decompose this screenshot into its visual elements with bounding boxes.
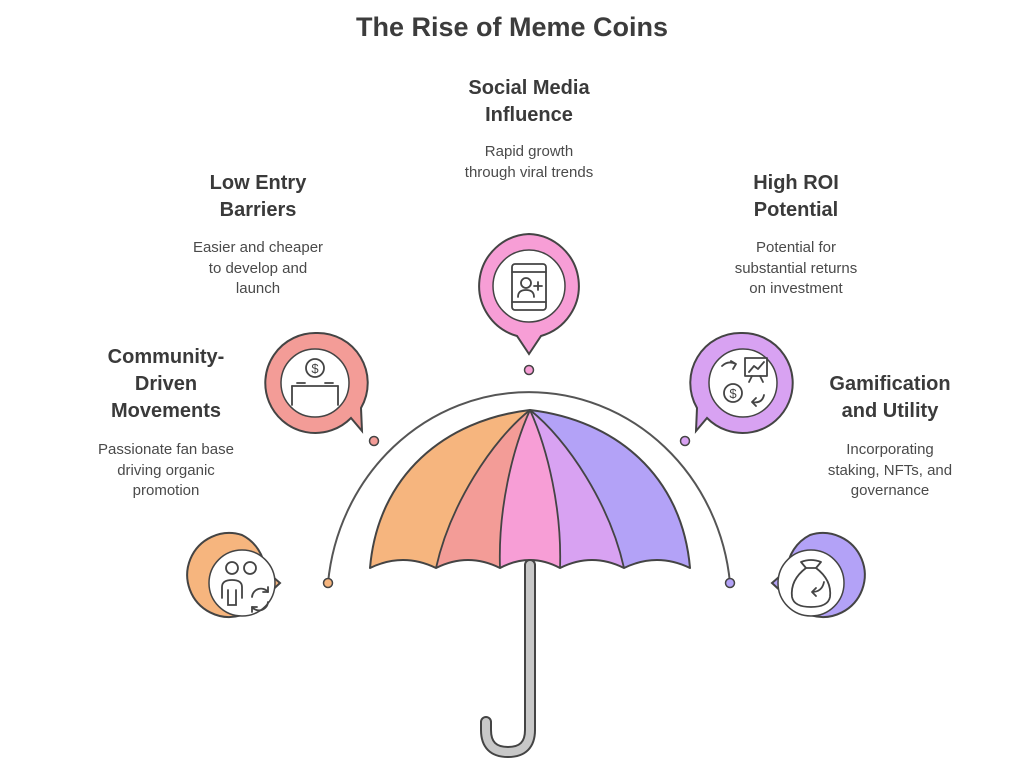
node-gamification xyxy=(770,532,866,619)
node-low-entry: $ xyxy=(264,331,369,434)
node-high-roi: $ xyxy=(689,331,794,434)
description-community: Passionate fan base driving organic prom… xyxy=(98,441,234,499)
page-title: The Rise of Meme Coins xyxy=(355,12,669,42)
svg-text:$: $ xyxy=(729,386,737,401)
heading-low-entry: Low Entry Barriers xyxy=(209,172,307,221)
mobile-add-user-icon xyxy=(511,263,547,311)
umbrella-canopy xyxy=(369,409,691,569)
canopy-segment-2 xyxy=(436,410,530,568)
arc-dot-high-roi xyxy=(679,435,691,447)
heading-high-roi: High ROI Potential xyxy=(753,172,839,221)
svg-text:$: $ xyxy=(311,361,319,376)
canopy-segment-1 xyxy=(370,410,530,568)
description-low-entry: Easier and cheaper to develop and launch xyxy=(192,239,324,297)
node-social-media xyxy=(478,232,580,356)
arc-dot-social-media xyxy=(523,364,535,376)
investment-growth-icon: $ xyxy=(721,357,768,407)
description-high-roi: Potential for substantial returns on inv… xyxy=(734,239,858,297)
canopy-segment-4 xyxy=(530,410,624,568)
arc-dot-gamification xyxy=(724,577,736,589)
canopy-segment-3 xyxy=(499,410,561,568)
heading-social-media: Social Media Influence xyxy=(468,77,590,126)
node-community xyxy=(186,532,282,619)
connector-arc xyxy=(327,391,731,584)
community-icon xyxy=(221,561,269,613)
donation-box-icon: $ xyxy=(291,358,339,406)
canopy-segment-5 xyxy=(530,410,690,568)
arc-dot-community xyxy=(322,577,334,589)
description-social-media: Rapid growth through viral trends xyxy=(464,143,594,181)
money-bag-icon xyxy=(790,559,832,608)
arc-dot-low-entry xyxy=(368,435,380,447)
umbrella-handle xyxy=(480,559,536,759)
canopy-outline xyxy=(369,409,691,569)
description-gamification: Incorporating staking, NFTs, and governa… xyxy=(827,441,953,499)
heading-gamification: Gamification and Utility xyxy=(829,373,951,422)
heading-community: Community- Driven Movements xyxy=(107,346,225,422)
